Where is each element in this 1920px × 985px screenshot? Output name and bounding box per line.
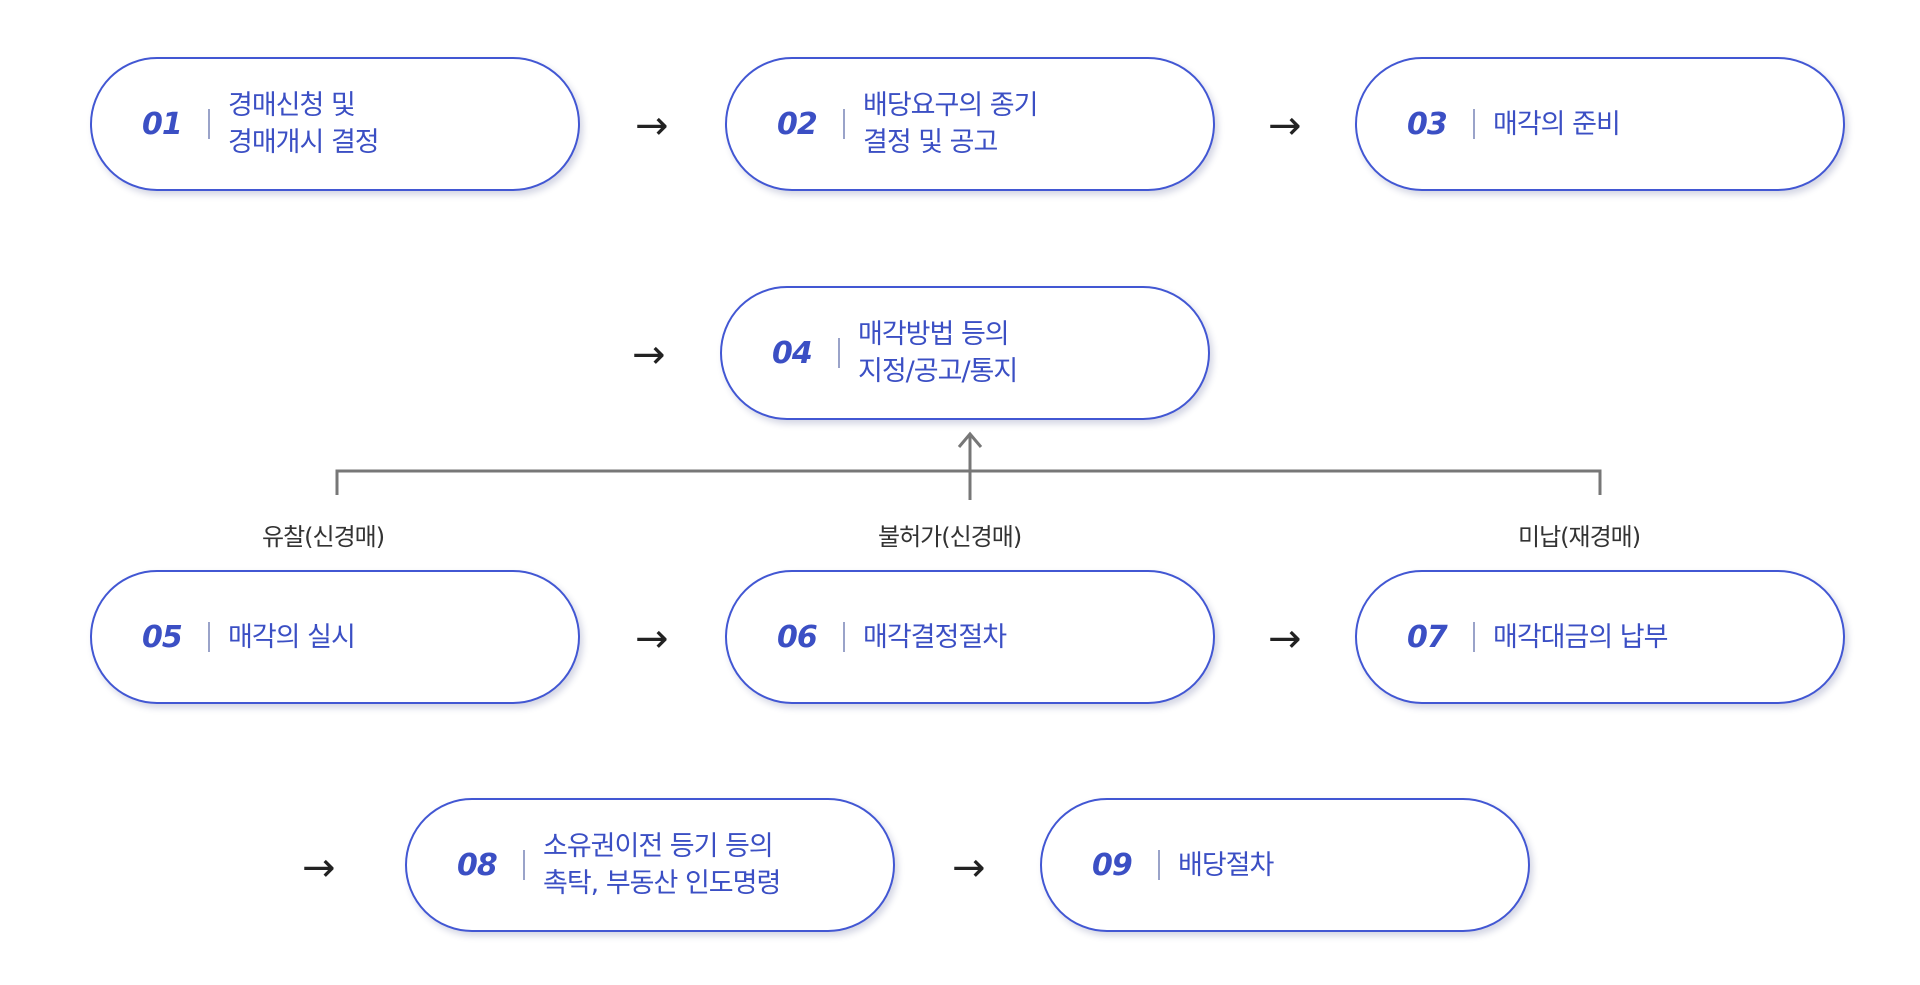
step-label: 매각의 실시: [228, 621, 356, 653]
step-number: 06: [777, 619, 818, 655]
arrow-right-icon: →: [632, 332, 666, 378]
step-04: 04 매각방법 등의 지정/공고/통지: [720, 286, 1210, 420]
step-label: 매각대금의 납부: [1493, 621, 1668, 653]
step-label: 소유권이전 등기 등의 촉탁, 부동산 인도명령: [543, 831, 781, 899]
arrow-right-icon: →: [635, 616, 669, 662]
branch-label-right: 미납(재경매): [1518, 523, 1641, 551]
step-divider: [208, 622, 210, 652]
step-09: 09 배당절차: [1040, 798, 1530, 932]
step-divider: [1473, 109, 1475, 139]
step-number: 02: [777, 106, 818, 142]
step-number: 05: [142, 619, 183, 655]
arrow-right-icon: →: [1268, 103, 1302, 149]
step-divider: [843, 109, 845, 139]
step-label: 배당절차: [1178, 849, 1274, 881]
branch-label-left: 유찰(신경매): [262, 523, 385, 551]
step-divider: [208, 109, 210, 139]
step-label: 배당요구의 종기 결정 및 공고: [863, 90, 1038, 158]
step-number: 01: [142, 106, 183, 142]
step-number: 08: [457, 847, 498, 883]
step-divider: [838, 338, 840, 368]
step-divider: [523, 850, 525, 880]
step-label: 매각의 준비: [1493, 108, 1621, 140]
step-divider: [843, 622, 845, 652]
step-06: 06 매각결정절차: [725, 570, 1215, 704]
step-07: 07 매각대금의 납부: [1355, 570, 1845, 704]
step-divider: [1158, 850, 1160, 880]
step-label: 매각방법 등의 지정/공고/통지: [858, 319, 1018, 387]
step-number: 03: [1407, 106, 1448, 142]
step-divider: [1473, 622, 1475, 652]
arrow-right-icon: →: [1268, 616, 1302, 662]
step-02: 02 배당요구의 종기 결정 및 공고: [725, 57, 1215, 191]
branch-label-center: 불허가(신경매): [878, 523, 1022, 551]
step-label: 매각결정절차: [863, 621, 1007, 653]
step-label: 경매신청 및 경매개시 결정: [228, 90, 380, 158]
step-05: 05 매각의 실시: [90, 570, 580, 704]
step-03: 03 매각의 준비: [1355, 57, 1845, 191]
arrow-right-icon: →: [952, 845, 986, 891]
arrow-right-icon: →: [302, 845, 336, 891]
arrow-right-icon: →: [635, 103, 669, 149]
step-number: 04: [772, 335, 813, 371]
step-number: 09: [1092, 847, 1133, 883]
step-01: 01 경매신청 및 경매개시 결정: [90, 57, 580, 191]
step-08: 08 소유권이전 등기 등의 촉탁, 부동산 인도명령: [405, 798, 895, 932]
step-number: 07: [1407, 619, 1448, 655]
